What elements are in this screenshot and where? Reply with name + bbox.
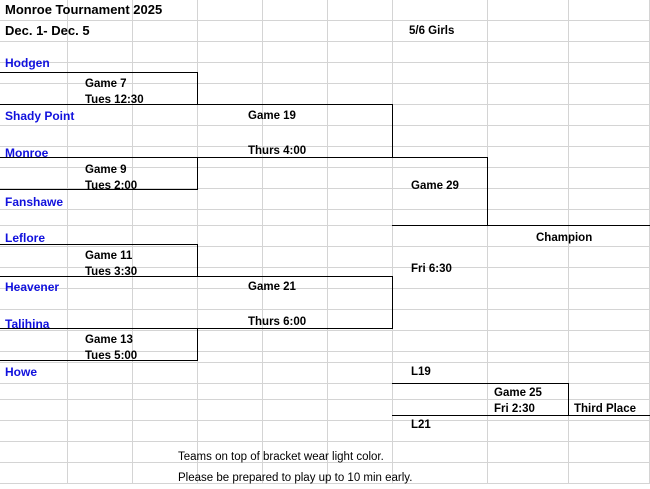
game-9-label[interactable]: Game 9	[85, 164, 127, 176]
gridline-col	[262, 0, 263, 484]
game-7-label[interactable]: Game 7	[85, 78, 127, 90]
bracket-line-game19-top	[197, 104, 392, 105]
note-arrive-early: Please be prepared to play up to 10 min …	[178, 472, 413, 484]
bracket-line-game21-right	[392, 276, 393, 329]
gridline-row	[0, 209, 650, 210]
gridline-col	[568, 0, 569, 484]
loser-game-19-slot[interactable]: L19	[411, 366, 431, 378]
game-21-label[interactable]: Game 21	[248, 281, 296, 293]
third-place-label: Third Place	[574, 403, 636, 415]
bracket-line-third-place	[568, 415, 650, 416]
bracket-line-game11-bottom	[0, 276, 197, 277]
bracket-line-game29-right	[487, 157, 488, 226]
gridline-row	[0, 288, 650, 289]
bracket-line-game7-right	[197, 72, 198, 105]
gridline-row	[0, 441, 650, 442]
team-slot-6[interactable]: Heavener	[5, 280, 60, 294]
game-25-label[interactable]: Game 25	[494, 387, 542, 399]
gridline-row	[0, 362, 650, 363]
game-7-time[interactable]: Tues 12:30	[85, 94, 144, 106]
bracket-line-game21-bottom	[197, 328, 392, 329]
bracket-line-game19-right	[392, 104, 393, 158]
bracket-line-game9-right	[197, 157, 198, 190]
gridline-row	[0, 462, 650, 463]
game-19-time[interactable]: Thurs 4:00	[248, 145, 307, 157]
game-9-time[interactable]: Tues 2:00	[85, 180, 138, 192]
team-slot-3[interactable]: Monroe	[5, 146, 49, 160]
bracket-line-game9-bottom	[0, 189, 197, 190]
gridline-row	[0, 188, 650, 189]
bracket-line-game9-top	[0, 157, 197, 158]
game-21-time[interactable]: Thurs 6:00	[248, 316, 307, 328]
game-29-label[interactable]: Game 29	[411, 180, 459, 192]
gridline-col	[327, 0, 328, 484]
gridline-row	[0, 383, 650, 384]
bracket-line-game11-right	[197, 244, 198, 277]
team-slot-2[interactable]: Shady Point	[5, 109, 75, 123]
gridline-row	[0, 41, 650, 42]
page-title: Monroe Tournament 2025	[5, 2, 163, 17]
game-29-time[interactable]: Fri 6:30	[411, 263, 452, 275]
game-13-label[interactable]: Game 13	[85, 334, 133, 346]
bracket-line-game25-bottom	[392, 415, 568, 416]
gridline-col	[487, 0, 488, 484]
gridline-row	[0, 83, 650, 84]
team-slot-8[interactable]: Howe	[5, 365, 38, 379]
gridline-row	[0, 20, 650, 21]
note-uniform-color: Teams on top of bracket wear light color…	[178, 451, 384, 463]
gridline-col	[132, 0, 133, 484]
game-25-time[interactable]: Fri 2:30	[494, 403, 535, 415]
bracket-line-game29-top	[392, 157, 487, 158]
bracket-line-game7-bottom	[0, 104, 197, 105]
gridline-row	[0, 351, 650, 352]
gridline-col	[392, 0, 393, 484]
bracket-line-game13-right	[197, 328, 198, 361]
gridline-row	[0, 146, 650, 147]
bracket-line-game21-top	[197, 276, 392, 277]
tournament-dates: Dec. 1- Dec. 5	[5, 23, 90, 38]
gridline-row	[0, 399, 650, 400]
champion-label: Champion	[536, 232, 593, 244]
gridline-row	[0, 125, 650, 126]
gridline-row	[0, 167, 650, 168]
gridline-row	[0, 267, 650, 268]
team-slot-1[interactable]: Hodgen	[5, 56, 50, 70]
team-slot-7[interactable]: Talihina	[5, 317, 50, 331]
bracket-line-game29-bottom	[392, 225, 487, 226]
game-11-time[interactable]: Tues 3:30	[85, 266, 138, 278]
bracket-line-game13-top	[0, 328, 197, 329]
game-13-time[interactable]: Tues 5:00	[85, 350, 138, 362]
bracket-line-game25-right	[568, 383, 569, 416]
gridline-col	[197, 0, 198, 484]
loser-game-21-slot[interactable]: L21	[411, 419, 431, 431]
division-label: 5/6 Girls	[409, 25, 455, 37]
bracket-line-game19-bottom	[197, 157, 392, 158]
gridline-row	[0, 225, 650, 226]
gridline-row	[0, 246, 650, 247]
gridline-row	[0, 309, 650, 310]
game-19-label[interactable]: Game 19	[248, 110, 296, 122]
bracket-line-champion	[487, 225, 650, 226]
game-11-label[interactable]: Game 11	[85, 250, 133, 262]
bracket-line-game13-bottom	[0, 360, 197, 361]
bracket-line-game25-top	[392, 383, 568, 384]
team-slot-4[interactable]: Fanshawe	[5, 195, 64, 209]
gridline-col	[67, 0, 68, 484]
gridline-row	[0, 62, 650, 63]
team-slot-5[interactable]: Leflore	[5, 231, 46, 245]
bracket-line-game7-top	[0, 72, 197, 73]
bracket-line-game11-top	[0, 244, 197, 245]
gridline-row	[0, 330, 650, 331]
gridline-row	[0, 420, 650, 421]
